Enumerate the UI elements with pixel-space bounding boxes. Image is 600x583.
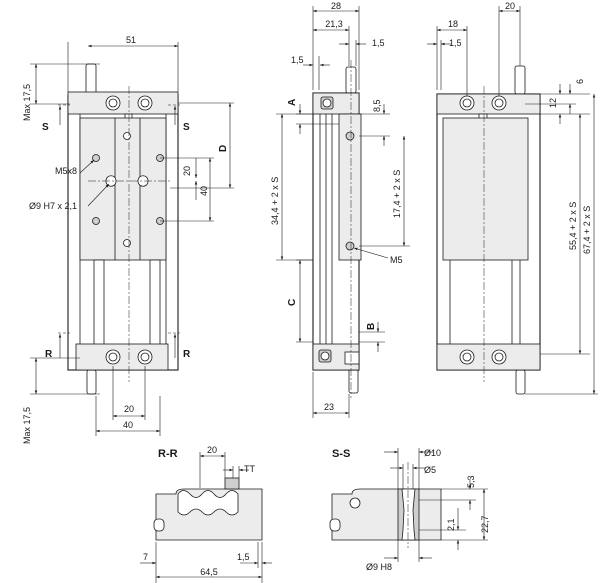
section-r-left: R (45, 349, 53, 360)
dim-front-pitch-20: 20 (182, 166, 192, 176)
dim-side-34-4: 34,4 + 2 x S (270, 177, 280, 225)
front-rod-top (85, 63, 97, 95)
section-ss: S-S Ø10 Ø5 5,3 22,7 2,1 (329, 448, 490, 572)
dim-rr-1-5: 1,5 (237, 552, 250, 562)
front-bottom-block (75, 343, 169, 371)
section-s-right: S (183, 122, 190, 133)
dim-side-a: A (287, 99, 298, 106)
dim-ss-2-1: 2,1 (446, 518, 456, 531)
callout-m5x8: M5x8 (55, 166, 77, 176)
dim-ss-dia9: Ø9 H8 (366, 562, 392, 572)
front-rod-bottom (86, 369, 97, 395)
dim-ss-22-7: 22,7 (480, 515, 490, 533)
callout-bore: Ø9 H7 x 2,1 (29, 201, 77, 211)
dim-front-51: 51 (126, 35, 136, 45)
dim-rr-tt: TT (244, 464, 255, 474)
back-carriage (442, 117, 529, 261)
section-rr-title: R-R (158, 448, 178, 460)
section-rr: R-R 20 TT 7 1,5 64,5 (140, 445, 272, 583)
dim-ss-5-3: 5,3 (466, 475, 476, 488)
dim-side-23: 23 (324, 402, 334, 412)
dim-front-max-top: Max 17,5 (22, 84, 32, 121)
dim-front-max-bottom: Max 17,5 (22, 407, 32, 444)
dim-ss-dia5: Ø5 (424, 465, 436, 475)
dim-front-pitch-40: 40 (199, 186, 209, 196)
dim-back-12: 12 (548, 98, 558, 108)
dim-front-40: 40 (123, 420, 133, 430)
dim-rr-7: 7 (143, 552, 148, 562)
dim-side-17-4: 17,4 + 2 x S (392, 170, 402, 218)
dim-ss-dia10: Ø10 (424, 448, 441, 458)
dim-side-b: B (366, 323, 377, 330)
dim-back-6: 6 (575, 79, 585, 84)
dim-side-1-5-right: 1,5 (372, 38, 385, 48)
dim-front-d: D (218, 145, 229, 152)
dim-back-20: 20 (505, 1, 515, 11)
front-carriage (79, 117, 167, 261)
front-top-block (67, 91, 179, 115)
dim-rr-64-5: 64,5 (200, 567, 218, 577)
back-view: 18 20 1,5 6 12 55,4 + 2 x S 67,4 + 2 x S (427, 1, 598, 395)
dim-front-20: 20 (124, 404, 134, 414)
side-carriage (338, 113, 362, 261)
side-view: 28 21,3 1,5 1,5 A 8,5 34,4 + 2 x S 17,4 … (270, 1, 410, 418)
section-s-left: S (42, 122, 49, 133)
dim-side-8-5: 8,5 (372, 99, 382, 112)
dim-back-1-5: 1,5 (449, 38, 462, 48)
dim-side-28: 28 (331, 1, 341, 11)
dim-side-21-3: 21,3 (325, 19, 343, 29)
section-ss-body (331, 488, 442, 541)
section-r-right: R (183, 349, 191, 360)
dim-back-67-4: 67,4 + 2 x S (582, 206, 592, 254)
dim-side-c: C (287, 299, 298, 306)
callout-m5: M5 (390, 255, 403, 265)
dim-back-55-4: 55,4 + 2 x S (568, 202, 578, 250)
dim-rr-20: 20 (207, 445, 217, 455)
section-ss-title: S-S (332, 448, 350, 460)
dim-side-1-5-left: 1,5 (291, 55, 304, 65)
dim-back-18: 18 (448, 19, 458, 29)
front-view: 51 Max 17,5 Max 17,5 20 40 20 40 D M5x (22, 35, 234, 444)
